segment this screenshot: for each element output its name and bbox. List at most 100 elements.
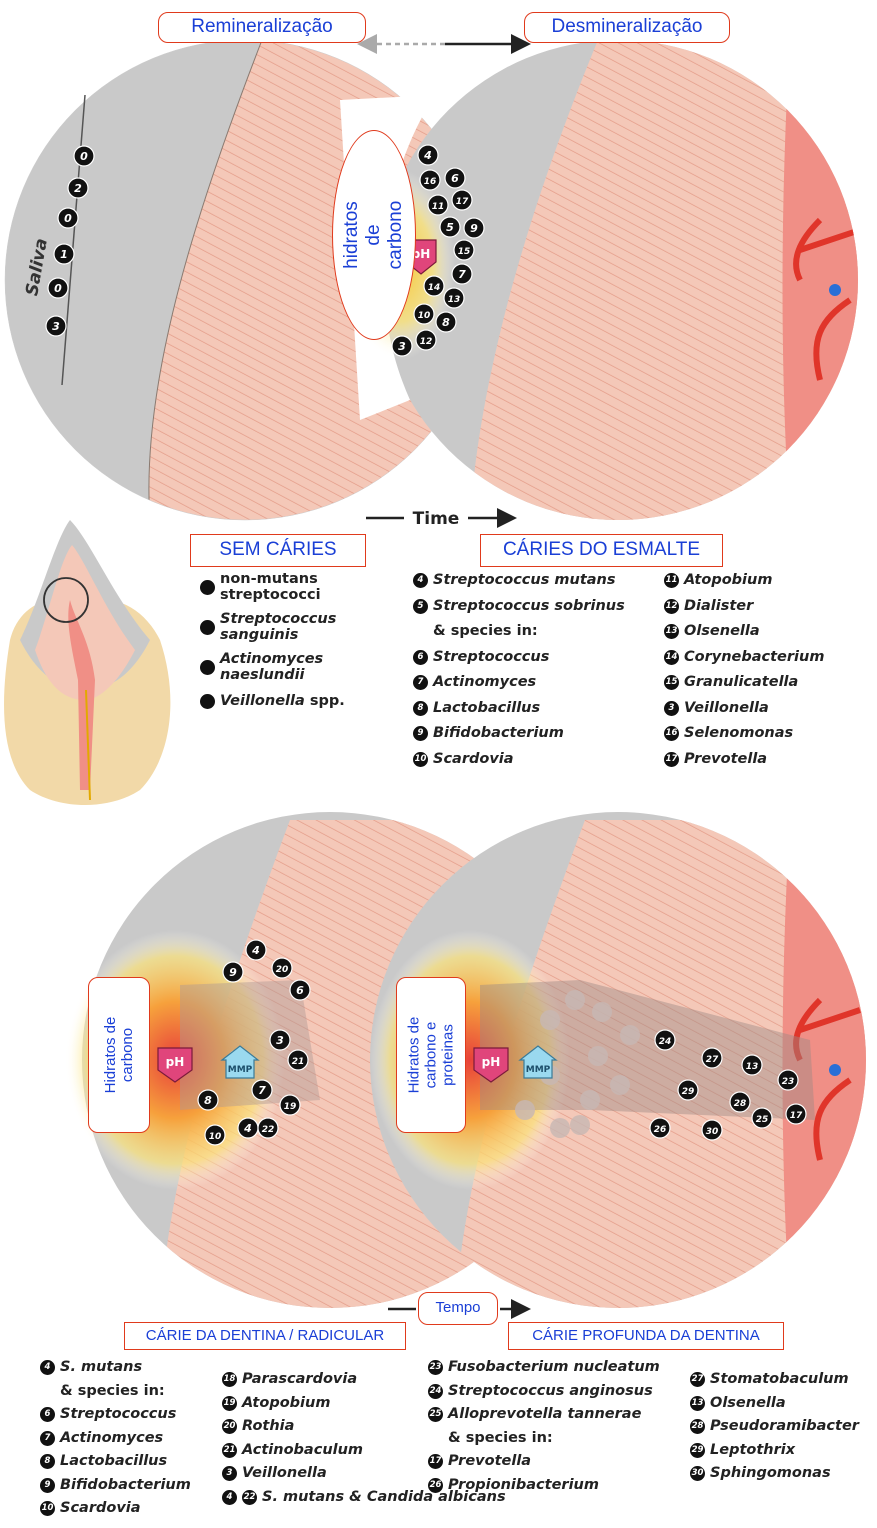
list-item: 13Olsenella <box>664 619 824 645</box>
species-name: Streptococcus <box>60 1403 176 1427</box>
list-item: 6Streptococcus <box>413 645 625 671</box>
remineralization-label: Remineralização <box>158 12 366 43</box>
sem-caries-legend: non-mutans streptococci Streptococcus sa… <box>200 571 350 712</box>
number-badge-label: 3 <box>52 320 60 333</box>
caries-esmalte-legend-col2: 11Atopobium12Dialister13Olsenella14Coryn… <box>664 568 824 772</box>
number-badge: 26 <box>428 1478 443 1493</box>
number-badge-label: 13 <box>746 1062 759 1072</box>
number-badge-label: 7 <box>458 268 466 281</box>
list-item: 9Bifidobacterium <box>40 1474 191 1498</box>
number-badge: 13 <box>664 624 679 639</box>
number-badge-label: 17 <box>790 1111 803 1121</box>
carie-profunda-title: CÁRIE PROFUNDA DA DENTINA <box>508 1322 784 1350</box>
list-item: & species in: <box>40 1380 191 1404</box>
number-badge-label: 27 <box>706 1055 719 1065</box>
carb-box-right: Hidratos de carbono e proteinas <box>396 977 466 1133</box>
number-badge-label: 13 <box>448 295 461 305</box>
time-label: Time <box>413 509 460 529</box>
number-badge-label: 22 <box>262 1125 275 1135</box>
number-badge: 8 <box>413 701 428 716</box>
number-badge-label: 9 <box>229 966 237 979</box>
number-badge: 3 <box>664 701 679 716</box>
species-name: Actinomyces <box>60 1427 163 1451</box>
number-badge: 13 <box>690 1396 705 1411</box>
list-item: 13 Olsenella <box>690 1392 859 1416</box>
number-badge-label: 15 <box>458 247 471 257</box>
list-item: 24 Streptococcus anginosus <box>428 1380 660 1404</box>
number-badge-label: 14 <box>428 283 441 293</box>
number-badge: 24 <box>428 1384 443 1399</box>
carie-profunda-legend-col2: 27Stomatobaculum13Olsenella28Pseudoramib… <box>690 1368 859 1486</box>
number-badge-label: 0 <box>54 282 62 295</box>
list-item: Veillonella spp. <box>200 691 350 712</box>
number-badge: 23 <box>428 1360 443 1375</box>
number-badge-label: 7 <box>258 1084 266 1097</box>
species-name: Lactobacillus <box>60 1450 167 1474</box>
number-badge: 28 <box>690 1419 705 1434</box>
species-name: Streptococcus anginosus <box>448 1380 653 1404</box>
list-item: 6Streptococcus <box>40 1403 191 1427</box>
list-item: Streptococcus sanguinis <box>200 611 350 643</box>
number-badge-label: 8 <box>442 316 450 329</box>
species-name: Actinobaculum <box>242 1439 363 1463</box>
number-badge-label: 0 <box>80 150 88 163</box>
list-item: 25Alloprevotella tannerae <box>428 1403 660 1427</box>
number-badge-label: 1 <box>60 248 68 261</box>
number-badge: 10 <box>413 752 428 767</box>
number-badge-label: 4 <box>251 944 260 957</box>
species-name: & species in: <box>60 1380 165 1404</box>
number-badge: 29 <box>690 1443 705 1458</box>
number-badge: 10 <box>40 1501 55 1516</box>
number-badge: 18 <box>222 1372 237 1387</box>
species-name: Veillonella <box>242 1462 327 1486</box>
species-name: Atopobium <box>242 1392 330 1416</box>
number-badge-label: 30 <box>706 1127 719 1137</box>
species-name: Stomatobaculum <box>710 1368 849 1392</box>
number-badge: 30 <box>690 1466 705 1481</box>
number-badge-label: 16 <box>424 177 437 187</box>
species-name: Bifidobacterium <box>433 721 564 747</box>
number-badge-label: 4 <box>423 149 432 162</box>
list-item: 8 Lactobacillus <box>413 696 625 722</box>
species-name: Dialister <box>684 594 753 620</box>
number-badge-label: 10 <box>418 311 431 321</box>
number-badge-label: 0 <box>64 212 72 225</box>
sem-caries-title: SEM CÁRIES <box>190 534 366 567</box>
species-name: Lactobacillus <box>433 696 540 722</box>
mmp-label-right: MMP <box>526 1065 551 1075</box>
carie-profunda-legend-col1: 23 Fusobacterium nucleatum 24 Streptococcus… <box>428 1356 660 1497</box>
list-item: & species in: <box>413 619 625 645</box>
species-name: Corynebacterium <box>684 645 824 671</box>
species-name: Olsenella <box>710 1392 786 1416</box>
number-badge-label: 8 <box>204 1094 212 1107</box>
number-badge: 12 <box>664 599 679 614</box>
species-name: Actinomyces <box>433 670 536 696</box>
tooth-thumbnail <box>4 520 170 805</box>
number-badge: 9 <box>413 726 428 741</box>
species-name: Prevotella <box>448 1450 531 1474</box>
mmp-label-left: MMP <box>228 1065 253 1075</box>
number-badge: 4 <box>413 573 428 588</box>
number-badge-label: 5 <box>446 221 454 234</box>
number-badge-label: 24 <box>659 1037 672 1047</box>
carie-dentina-legend-col1: 4S. mutans& species in:6Streptococcus7Ac… <box>40 1356 191 1521</box>
ph-label-left: pH <box>166 1055 185 1069</box>
number-badge-label: 4 <box>243 1122 252 1135</box>
species-name: Fusobacterium nucleatum <box>448 1356 660 1380</box>
number-badge: 3 <box>222 1466 237 1481</box>
number-badge-label: 11 <box>432 202 445 212</box>
species-name: Scardovia <box>433 747 514 773</box>
number-badge-label: 25 <box>756 1115 769 1125</box>
tempo-label: Tempo <box>418 1292 498 1325</box>
list-item: Actinomyces naeslundii <box>200 651 350 683</box>
carb-label-right: Hidratos de carbono e proteinas <box>406 990 457 1120</box>
list-item: 9 Bifidobacterium <box>413 721 625 747</box>
number-badge: 14 <box>664 650 679 665</box>
number-badge-label: 6 <box>451 172 459 185</box>
carb-oval: hidratos de carbono <box>332 130 416 340</box>
